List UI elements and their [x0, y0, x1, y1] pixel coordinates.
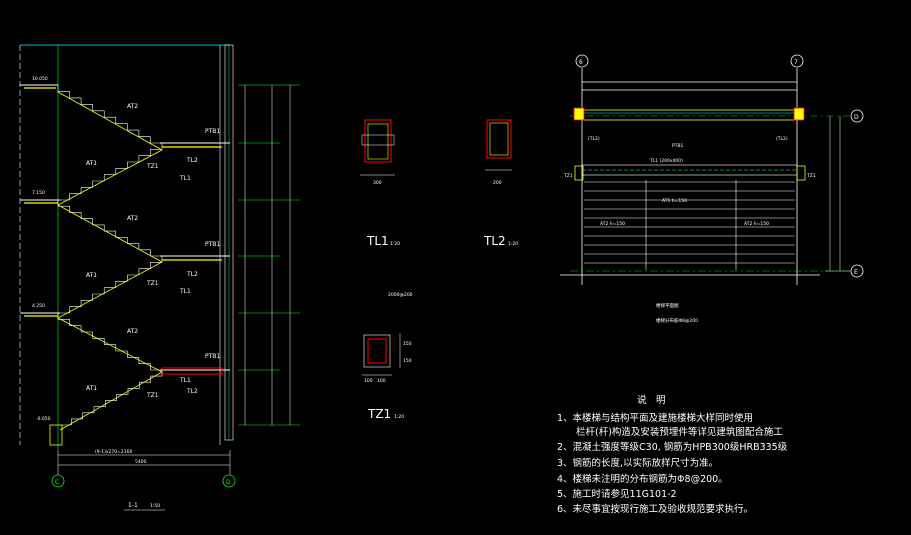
plan-ptb1: PTB1 — [672, 143, 684, 149]
level-ground: -0.050 — [36, 416, 51, 422]
label-tz1-top: TZ1 — [146, 163, 159, 170]
detail-tl1: 300 TL1 1:20 — [360, 119, 400, 248]
plan-tl1: TL1 (200x400) — [649, 158, 683, 164]
plan-tl2-left: (TL2) — [588, 136, 600, 142]
axis-bubble-c — [51, 474, 65, 488]
label-at2-low: AT2 — [127, 328, 138, 335]
tl2-width-dim: 200 — [493, 180, 502, 186]
axis-d-plan-label: D — [854, 114, 859, 121]
plan-at2-right: AT2 h=150 — [744, 221, 769, 227]
tz1-height-2: 150 — [403, 358, 412, 364]
axis-e-plan-label: E — [854, 269, 858, 276]
note-line-2: 栏杆(杆)构造及安装预埋件等详见建筑图配合施工 — [557, 426, 783, 438]
plan-tl2-right: (TL2) — [776, 136, 788, 142]
label-at1-mid: AT1 — [86, 272, 97, 279]
plan-caption-1: 楼梯平面图 — [656, 302, 679, 309]
stair-section-1-1: AT2 AT1 AT2 AT1 AT2 AT1 PTB1 PTB1 PTB1 T… — [19, 44, 300, 511]
tz1-width-1: 100 — [364, 378, 373, 384]
tz1-note: 2000@200 — [388, 292, 413, 298]
tz1-scale: 1:20 — [394, 414, 404, 420]
plan-tz1-right: TZ1 — [806, 173, 816, 179]
axis-bubble-6 — [575, 54, 589, 68]
tl1-title: TL1 — [366, 234, 389, 248]
label-tl2-top: TL2 — [186, 157, 198, 164]
note-line-3: 2、混凝土强度等级C30, 钢筋为HPB300级HRB335级 — [557, 441, 788, 453]
tz1-height-1: 150 — [403, 341, 412, 347]
label-tz1-mid: TZ1 — [146, 280, 159, 287]
stair-plan: 6 7 D E (TL2) (TL2) PTB1 TL — [560, 54, 864, 324]
axis-bubble-d — [222, 474, 236, 488]
label-ptb1-mid: PTB1 — [205, 241, 220, 248]
section-title: 1-1 — [128, 502, 138, 509]
label-at1-low: AT1 — [86, 385, 97, 392]
axis-d-label: D — [226, 479, 231, 486]
plan-tz1-left: TZ1 — [563, 173, 573, 179]
plan-at1: AT1 h=150 — [662, 198, 687, 204]
tl2-title: TL2 — [483, 234, 506, 248]
dim-total-width: 5400 — [135, 459, 147, 465]
level-top: 10.050 — [32, 76, 48, 82]
label-tz1-low: TZ1 — [146, 392, 159, 399]
axis-bubble-d-plan — [850, 109, 864, 123]
axis-c-label: C — [55, 479, 59, 486]
label-tl1-low: TL1 — [179, 377, 191, 384]
label-at2-top: AT2 — [127, 103, 138, 110]
note-line-7: 6、未尽事宜按现行施工及验收规范要求执行。 — [557, 503, 753, 515]
tz1-width-2: 100 — [377, 378, 386, 384]
label-tl2-mid: TL2 — [186, 271, 198, 278]
plan-at2-left: AT2 h=150 — [600, 221, 625, 227]
detail-tz1: 100 100 150 150 2000@200 TZ1 1:20 — [362, 292, 413, 421]
dim-flight-run: (9-1)x270=2160 — [95, 449, 132, 455]
axis-7-label: 7 — [794, 59, 798, 66]
note-line-5: 4、楼梯未注明的分布钢筋为Φ8@200。 — [557, 473, 728, 485]
note-line-1: 1、本楼梯与结构平面及建施楼梯大样同时使用 — [557, 412, 753, 424]
plan-caption-2: 楼梯分布筋Φ8@200 — [656, 317, 698, 324]
level-3: 4.250 — [32, 303, 45, 309]
detail-tl2: 200 TL2 1:20 — [483, 119, 518, 248]
tl2-scale: 1:20 — [508, 241, 518, 247]
label-at1-upper: AT1 — [86, 160, 97, 167]
label-tl1-top: TL1 — [179, 175, 191, 182]
label-tl1-mid: TL1 — [179, 288, 191, 295]
axis-bubble-e-plan — [850, 264, 864, 278]
tz1-title: TZ1 — [367, 407, 391, 421]
label-at2-mid: AT2 — [127, 215, 138, 222]
section-scale: 1:50 — [150, 503, 160, 509]
notes-title: 说 明 — [637, 394, 666, 406]
axis-bubble-7 — [790, 54, 804, 68]
level-2: 7.150 — [32, 190, 45, 196]
tl1-scale: 1:20 — [390, 241, 400, 247]
design-notes: 说 明 1、本楼梯与结构平面及建施楼梯大样同时使用 栏杆(杆)构造及安装预埋件等… — [557, 394, 788, 515]
tl1-width-dim: 300 — [373, 180, 382, 186]
axis-6-label: 6 — [579, 59, 583, 66]
label-tl2-low: TL2 — [186, 388, 198, 395]
note-line-4: 3、钢筋的长度,以实际放样尺寸为准。 — [557, 457, 718, 469]
label-ptb1-top: PTB1 — [205, 128, 220, 135]
label-ptb1-low: PTB1 — [205, 353, 220, 360]
note-line-6: 5、施工时请参见11G101-2 — [557, 488, 677, 500]
